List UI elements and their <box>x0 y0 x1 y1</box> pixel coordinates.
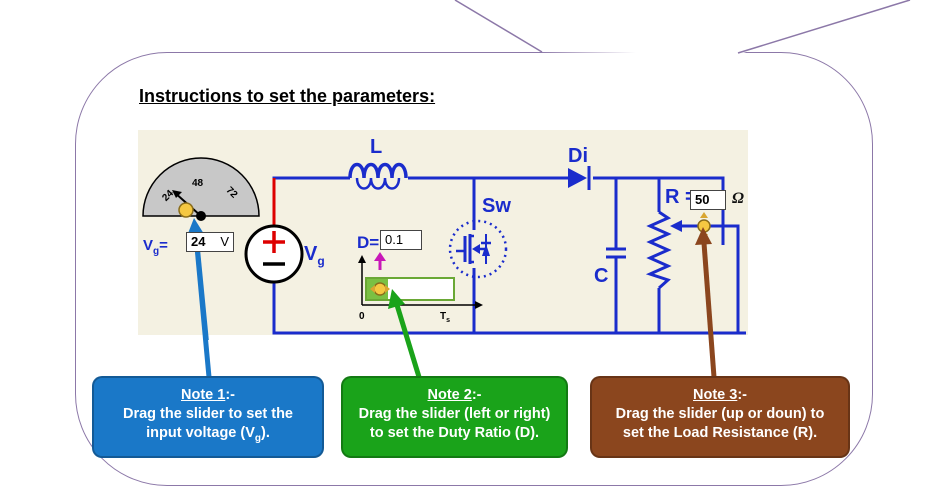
d-label: D= <box>357 233 379 252</box>
vg-value-text: 24 <box>191 234 206 249</box>
r-value-field[interactable]: 50 <box>690 190 726 210</box>
ts-label: Ts <box>440 311 450 324</box>
note2-suffix: :- <box>471 387 482 403</box>
capacitor-symbol <box>606 247 626 259</box>
note1-title: Note 1 <box>181 387 226 403</box>
inductor-symbol <box>348 162 408 190</box>
boost-converter-circuit: L Di Sw C R = Ω <box>138 130 748 340</box>
r-value-text: 50 <box>695 192 710 207</box>
note3-arrow <box>695 227 717 378</box>
duty-axes <box>358 255 483 309</box>
duty-up-arrow <box>374 252 386 270</box>
inductor-label: L <box>370 136 382 158</box>
voltage-source-symbol <box>244 224 304 284</box>
note2-line1: Drag the slider (left or right) <box>358 406 551 422</box>
capacitor-label: C <box>594 265 608 287</box>
instructions-title: Instructions to set the parameters: <box>139 86 436 106</box>
voltage-dial-needle-knob[interactable] <box>172 190 206 221</box>
t-zero-label: 0 <box>359 311 365 322</box>
diode-symbol <box>568 166 591 190</box>
vg-field-label: Vg= <box>143 237 168 257</box>
vg-value-field[interactable]: 24 V <box>186 232 234 252</box>
duty-slider-knob[interactable] <box>370 282 390 296</box>
note2-arrow <box>388 289 422 378</box>
switch-label: Sw <box>482 195 511 217</box>
note2-line2: to set the Duty Ratio (D). <box>369 425 540 441</box>
vg-label: Vg <box>304 243 325 268</box>
r-label: R = <box>665 186 697 208</box>
dial-mark-48: 48 <box>192 178 204 189</box>
diode-label: Di <box>568 145 588 167</box>
note3-title: Note 3 <box>693 387 738 403</box>
note3-suffix: :- <box>737 387 747 403</box>
resistor-wiper-arrow <box>670 220 682 232</box>
voltage-dial <box>142 157 260 217</box>
note1-line2: input voltage (Vg). <box>146 425 270 444</box>
note3-box: Note 3:- Drag the slider (up or doun) to… <box>590 376 850 458</box>
note2-box: Note 2:- Drag the slider (left or right)… <box>341 376 568 458</box>
mosfet-switch-symbol <box>448 219 508 279</box>
resistor-symbol <box>645 210 672 290</box>
note1-suffix: :- <box>225 387 235 403</box>
note2-title: Note 2 <box>427 387 472 403</box>
r-unit: Ω <box>732 190 744 207</box>
note3-line1: Drag the slider (up or doun) to <box>615 406 825 422</box>
note3-line2: set the Load Resistance (R). <box>622 425 818 441</box>
d-value-text: 0.1 <box>385 232 404 247</box>
speech-bubble-tail <box>454 0 911 54</box>
note1-line1: Drag the slider to set the <box>122 406 293 422</box>
vg-unit-text: V <box>220 234 229 249</box>
d-value-field[interactable]: 0.1 <box>380 230 422 250</box>
note1-box: Note 1:- Drag the slider to set the inpu… <box>92 376 324 458</box>
